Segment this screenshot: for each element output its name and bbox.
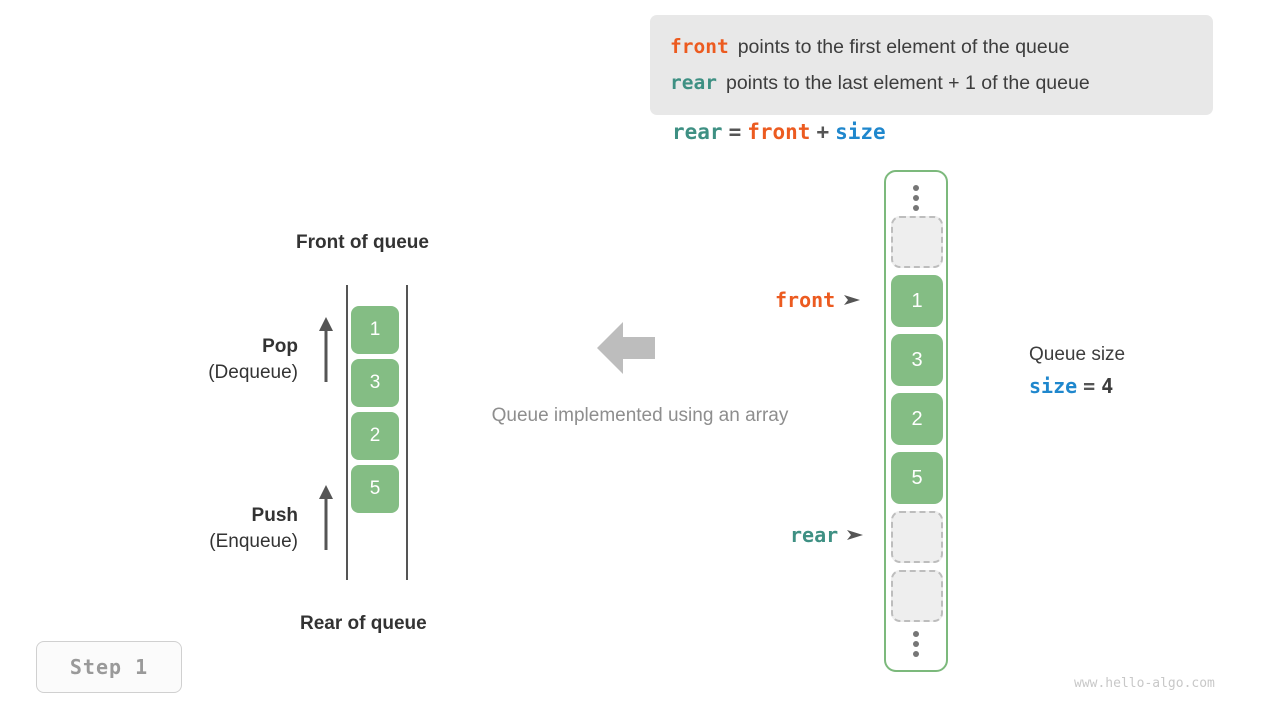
queue-cell-0: 1	[351, 306, 399, 354]
formula-rhs-size: size	[835, 120, 886, 144]
queue-cell-1: 3	[351, 359, 399, 407]
pop-direction-arrow-icon	[318, 316, 334, 382]
legend-keyword-rear: rear	[670, 71, 717, 94]
ellipsis-bottom-icon	[913, 631, 919, 657]
front-pointer-arrowhead-icon	[844, 295, 861, 305]
array-container: 1 3 2 5	[884, 170, 948, 672]
pop-title: Pop	[262, 336, 298, 357]
ellipsis-top-icon	[913, 185, 919, 211]
pop-subtitle: (Dequeue)	[208, 362, 298, 383]
formula-plus-operator: +	[816, 120, 830, 144]
size-value: 4	[1101, 374, 1114, 398]
step-badge: Step 1	[36, 641, 182, 693]
center-caption: Queue implemented using an array	[491, 405, 789, 426]
legend-line-rear: rear points to the last element + 1 of th…	[670, 65, 1193, 101]
legend-line-front: front points to the first element of the …	[670, 29, 1193, 65]
rear-pointer-arrowhead-icon	[847, 530, 864, 540]
legend-box: front points to the first element of the …	[650, 15, 1213, 115]
rear-pointer-label: rear	[790, 523, 839, 547]
push-title: Push	[251, 505, 298, 526]
formula-equals-operator: =	[728, 120, 742, 144]
size-expression: size=4	[1029, 374, 1125, 398]
front-pointer: front	[775, 288, 861, 312]
array-slot-5: 5	[891, 452, 943, 504]
push-direction-arrow-icon	[318, 484, 334, 550]
front-of-queue-label: Front of queue	[296, 232, 429, 253]
size-equals-operator: =	[1083, 374, 1096, 398]
push-operation-label: Push (Enqueue)	[118, 505, 298, 553]
array-slot-6	[891, 511, 943, 563]
left-arrow-icon	[597, 322, 655, 379]
rear-pointer: rear	[790, 523, 864, 547]
array-slot-2: 1	[891, 275, 943, 327]
queue-cell-3: 5	[351, 465, 399, 513]
formula-rear-equals-front-plus-size: rear=front+size	[672, 120, 886, 144]
array-slot-7	[891, 570, 943, 622]
pop-operation-label: Pop (Dequeue)	[118, 336, 298, 384]
array-slot-3: 3	[891, 334, 943, 386]
queue-track-line-right	[406, 285, 408, 580]
size-variable: size	[1029, 374, 1078, 398]
formula-rhs-front: front	[747, 120, 811, 144]
formula-lhs-rear: rear	[672, 120, 723, 144]
legend-description-front: points to the first element of the queue	[737, 36, 1070, 58]
legend-keyword-front: front	[670, 35, 729, 58]
queue-track-line-left	[346, 285, 348, 580]
size-info: Queue size size=4	[1029, 344, 1125, 398]
queue-cell-2: 2	[351, 412, 399, 460]
front-pointer-label: front	[775, 288, 836, 312]
rear-of-queue-label: Rear of queue	[300, 613, 427, 634]
push-subtitle: (Enqueue)	[209, 531, 298, 552]
queue-size-title: Queue size	[1029, 344, 1126, 365]
array-slot-1	[891, 216, 943, 268]
watermark: www.hello-algo.com	[1074, 676, 1215, 691]
array-slot-4: 2	[891, 393, 943, 445]
legend-description-rear: points to the last element + 1 of the qu…	[725, 72, 1090, 94]
